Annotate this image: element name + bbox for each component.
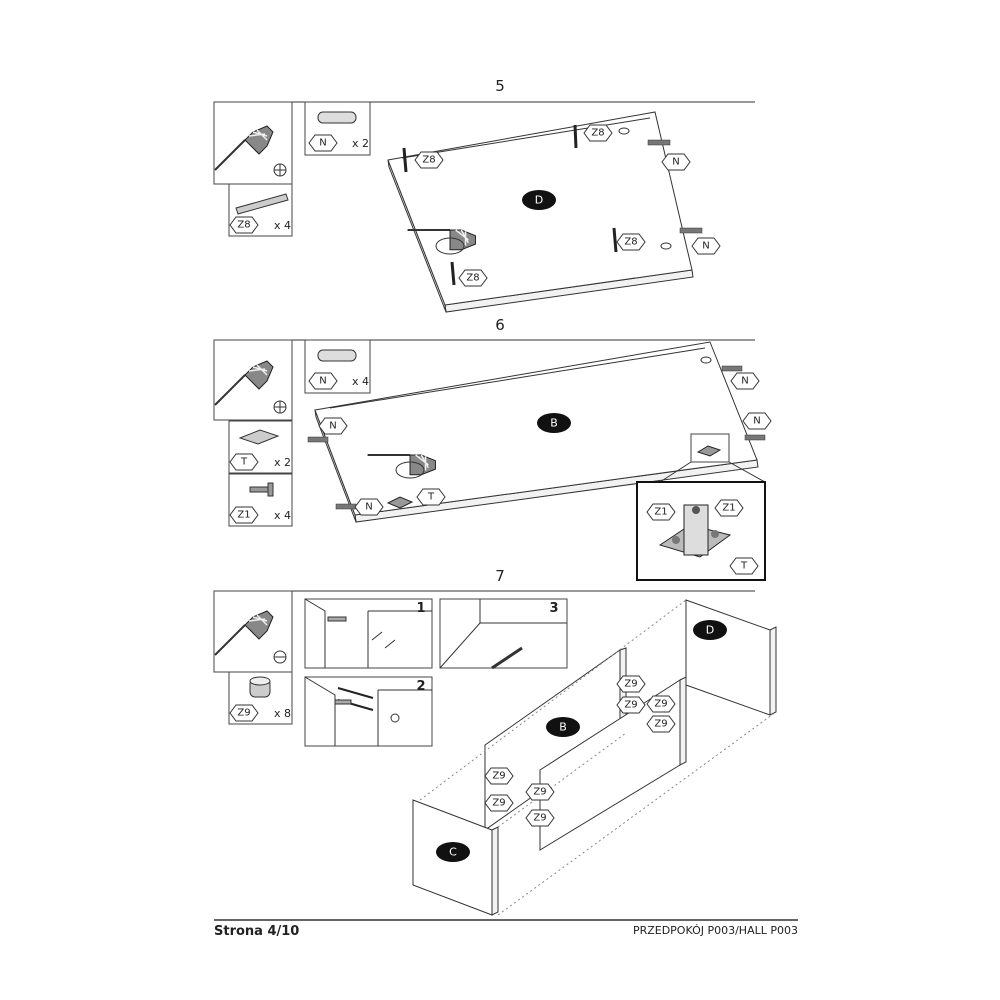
svg-text:1: 1 bbox=[416, 601, 425, 616]
screw-icon bbox=[249, 482, 274, 497]
panel-badge: B bbox=[537, 413, 571, 433]
part-qty: x 2 bbox=[274, 456, 291, 469]
callout-label: N N N N T bbox=[318, 372, 772, 516]
step-6: 6 N x 4 T x 2 Z1 x 4 bbox=[213, 316, 772, 581]
dowel-icon bbox=[317, 111, 357, 124]
part-qty: x 4 bbox=[352, 375, 369, 388]
svg-text:T: T bbox=[240, 457, 248, 468]
panel-badge: D bbox=[693, 620, 727, 640]
flat-head-icon bbox=[273, 650, 287, 664]
cabinet-exploded bbox=[412, 599, 777, 916]
part-qty: x 2 bbox=[352, 137, 369, 150]
inset-1: 1 bbox=[304, 598, 433, 669]
svg-text:Z8: Z8 bbox=[624, 237, 637, 248]
step-number: 5 bbox=[495, 77, 505, 95]
svg-text:Z8: Z8 bbox=[591, 128, 604, 139]
svg-text:N: N bbox=[319, 138, 326, 149]
svg-text:Z1: Z1 bbox=[722, 503, 735, 514]
page-number: Strona 4/10 bbox=[214, 924, 299, 939]
svg-text:Z8: Z8 bbox=[466, 273, 479, 284]
svg-text:N: N bbox=[329, 421, 336, 432]
part-qty: x 4 bbox=[274, 219, 291, 232]
callout-label: Z9 Z9 Z9 Z9 Z9 Z9 Z9 Z9 bbox=[484, 675, 676, 827]
svg-text:N: N bbox=[365, 502, 372, 513]
svg-text:T: T bbox=[427, 492, 435, 503]
svg-text:N: N bbox=[741, 376, 748, 387]
phillips-icon bbox=[273, 163, 287, 177]
step-7: 7 Z9 x 8 1 3 2 bbox=[213, 567, 777, 916]
product-name: PRZEDPOKÓJ P003/HALL P003 bbox=[633, 924, 798, 937]
part-badge: T bbox=[229, 453, 259, 471]
svg-text:Z9: Z9 bbox=[492, 771, 505, 782]
svg-text:Z9: Z9 bbox=[624, 700, 637, 711]
svg-text:Z8: Z8 bbox=[422, 155, 435, 166]
svg-text:C: C bbox=[449, 846, 457, 859]
panel-B bbox=[307, 341, 766, 523]
detail-inset: Z1 Z1 T bbox=[636, 481, 766, 581]
svg-text:Z9: Z9 bbox=[624, 679, 637, 690]
svg-text:2: 2 bbox=[416, 679, 425, 694]
dowel-icon bbox=[317, 349, 357, 362]
step-number: 7 bbox=[495, 567, 505, 585]
svg-text:B: B bbox=[550, 417, 558, 430]
svg-text:Z9: Z9 bbox=[654, 719, 667, 730]
part-badge: N bbox=[308, 134, 338, 152]
part-qty: x 4 bbox=[274, 509, 291, 522]
svg-text:Z8: Z8 bbox=[237, 220, 250, 231]
svg-text:Z1: Z1 bbox=[237, 510, 250, 521]
part-box-N bbox=[304, 101, 371, 156]
panel-badge: B bbox=[546, 717, 580, 737]
part-badge: Z8 bbox=[229, 216, 259, 234]
step-number: 6 bbox=[495, 316, 505, 334]
inset-3: 3 bbox=[439, 598, 568, 670]
svg-text:D: D bbox=[535, 194, 543, 207]
svg-text:Z9: Z9 bbox=[492, 798, 505, 809]
svg-text:Z9: Z9 bbox=[654, 699, 667, 710]
inset-2: 2 bbox=[304, 676, 433, 747]
svg-text:Z9: Z9 bbox=[533, 813, 546, 824]
svg-text:D: D bbox=[706, 624, 714, 637]
svg-text:T: T bbox=[740, 561, 748, 572]
cam-bolt-icon bbox=[235, 193, 289, 215]
part-badge: Z9 bbox=[229, 704, 259, 722]
svg-text:N: N bbox=[319, 376, 326, 387]
cam-lock-icon bbox=[249, 676, 271, 698]
panel-D bbox=[387, 111, 703, 313]
svg-text:Z9: Z9 bbox=[237, 708, 250, 719]
part-qty: x 8 bbox=[274, 707, 291, 720]
svg-text:N: N bbox=[753, 416, 760, 427]
svg-text:N: N bbox=[702, 241, 709, 252]
hinge-plate-icon bbox=[238, 429, 280, 445]
step-5: 5 N x 2 Z8 x 4 D Z8 Z8 bbox=[213, 77, 755, 313]
svg-text:B: B bbox=[559, 721, 567, 734]
part-badge: Z1 bbox=[229, 506, 259, 524]
callout-label: Z8 Z8 Z8 Z8 N N bbox=[414, 124, 721, 287]
svg-text:3: 3 bbox=[549, 601, 558, 616]
panel-badge: D bbox=[522, 190, 556, 210]
phillips-icon bbox=[273, 400, 287, 414]
svg-text:Z9: Z9 bbox=[533, 787, 546, 798]
panel-badge: C bbox=[436, 842, 470, 862]
svg-text:N: N bbox=[672, 157, 679, 168]
part-badge: N bbox=[308, 372, 338, 390]
svg-text:Z1: Z1 bbox=[654, 507, 667, 518]
